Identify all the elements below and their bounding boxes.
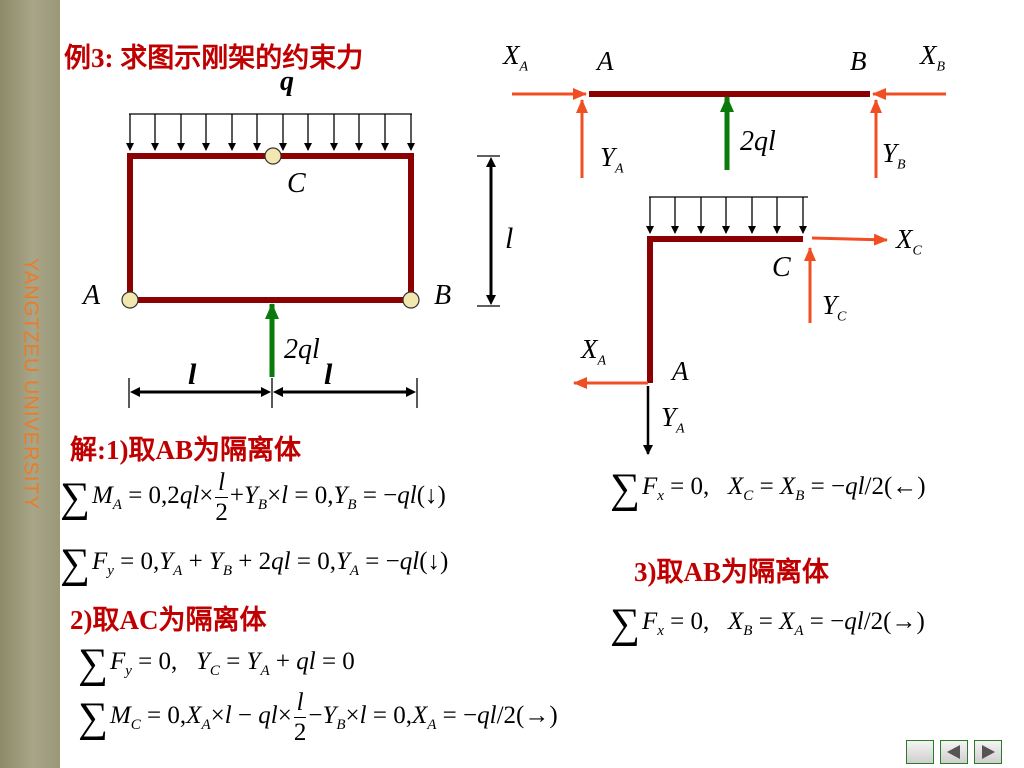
support-label-b: B [434,280,452,311]
fbd-ac-label-c: C [772,252,791,283]
fbd-ab-label-a: A [597,46,614,76]
distributed-load-main [126,113,415,151]
main-frame [127,153,414,303]
fbd-ac-xa-label: XA [581,334,607,369]
height-dimension [477,155,500,307]
equation-fx-ac: ∑Fx = 0, XC = XB = −ql/2(←) [610,466,926,512]
fbd-ac-ya-label: YA [661,402,685,437]
fbd-ab-xa-label: XA [503,40,529,75]
height-label: l [505,222,514,255]
prev-slide-button[interactable] [940,740,968,764]
step3-heading: 3)取AB为隔离体 [634,557,829,587]
sidebar: YANGTZEU UNIVERSITY [0,0,60,768]
fbd-ac-frame [647,236,803,383]
fbd-ac-label-a: A [672,356,689,386]
force-label-2ql-main: 2ql [284,334,320,365]
next-slide-button[interactable] [974,740,1002,764]
equation-fx-ab: ∑Fx = 0, XB = XA = −ql/2(→) [610,601,925,647]
arrow-right-icon [982,745,995,759]
equation-fy-ab: ∑Fy = 0,YA + YB + 2ql = 0,YA = −ql(↓) [60,541,449,587]
nav-blank-button[interactable] [906,740,934,764]
fbd-ab-2ql-label: 2ql [740,126,776,157]
equation-fy-ac: ∑Fy = 0, YC = YA + ql = 0 [78,641,355,687]
span-label-right: l [324,358,333,391]
fbd-ac-xc-label: XC [896,224,922,259]
load-label-q: q [280,66,294,97]
fbd-ab-yb-label: YB [882,138,906,173]
support-a [121,291,139,309]
step1-heading: 解:1)取AB为隔离体 [70,435,301,465]
span-dimension [128,378,418,408]
page-title: 例3: 求图示刚架的约束力 [64,43,364,73]
fbd-ac-yc-label: YC [822,290,847,325]
arrow-left-icon [947,745,960,759]
support-b [402,291,420,309]
support-label-a: A [83,280,101,311]
fbd-ab-ya-label: YA [600,142,624,177]
hinge-c [264,147,282,165]
fbd-ab-xb-label: XB [920,40,946,75]
hinge-label-c: C [287,168,306,199]
span-label-left: l [188,358,197,391]
fbd-ac-xc-arrow [811,233,888,246]
fbd-ab-label-b: B [850,46,867,76]
distributed-load-ac [646,196,808,234]
step2-heading: 2)取AC为隔离体 [70,605,267,635]
